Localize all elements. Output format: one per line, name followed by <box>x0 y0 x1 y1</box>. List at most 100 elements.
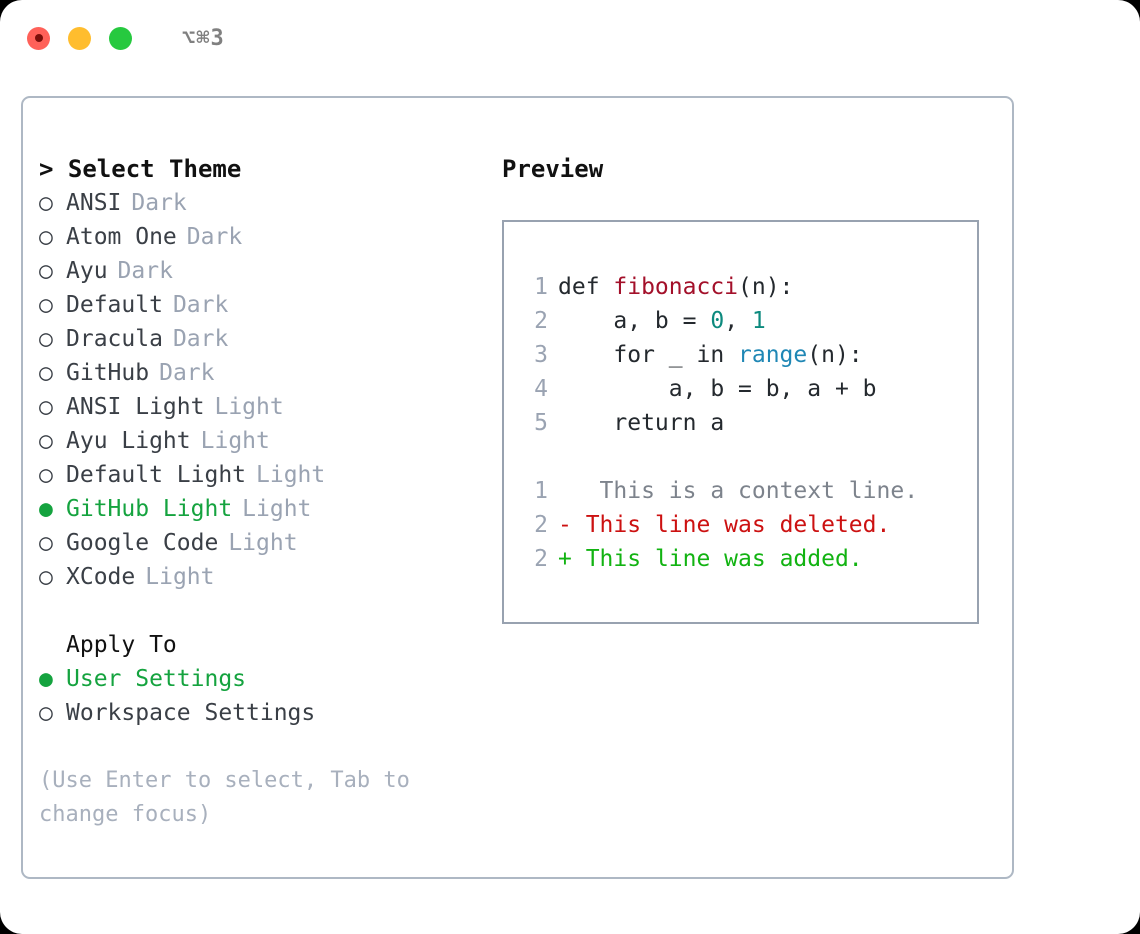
diff-line-deleted: 2- This line was deleted. <box>522 508 977 542</box>
apply-to-option-label: User Settings <box>66 666 247 692</box>
hint-spacer <box>39 730 489 764</box>
select-theme-label: Select Theme <box>67 155 242 183</box>
theme-option-google-code[interactable]: ○ Google Code Light <box>39 526 489 560</box>
diff-line-number: 2 <box>534 512 548 538</box>
theme-variant-tag: Light <box>242 496 312 522</box>
code-token-plain: a, b = <box>558 308 711 334</box>
close-button-icon[interactable] <box>27 26 50 50</box>
radio-unselected-icon: ○ <box>39 360 53 386</box>
diff-text: This line was added. <box>571 546 863 572</box>
diff-sample: 1 This is a context line.2- This line wa… <box>522 474 977 576</box>
theme-variant-tag: Light <box>145 564 215 590</box>
theme-variant-tag: Light <box>256 462 326 488</box>
minimize-button-icon[interactable] <box>68 26 91 50</box>
code-token-blue: range <box>738 342 808 368</box>
code-token-plain: for _ in <box>558 342 739 368</box>
theme-option-label: Default Light <box>66 462 247 488</box>
window-title: ⌥⌘3 <box>182 25 225 51</box>
theme-variant-tag: Dark <box>159 360 215 386</box>
list-spacer <box>39 594 489 628</box>
code-line-number: 1 <box>534 274 548 300</box>
diff-text: This is a context line. <box>571 478 919 504</box>
theme-variant-tag: Light <box>214 394 284 420</box>
radio-unselected-icon: ○ <box>39 292 53 318</box>
code-token-plain: (n): <box>738 274 794 300</box>
theme-variant-tag: Dark <box>172 292 229 318</box>
theme-option-dracula[interactable]: ○ Dracula Dark <box>39 322 489 356</box>
code-token-plain: (n): <box>807 342 863 368</box>
theme-option-label: Dracula <box>66 326 163 352</box>
theme-variant-tag: Dark <box>172 326 229 352</box>
select-theme-header: > Select Theme <box>39 152 489 186</box>
code-line-number: 3 <box>534 342 548 368</box>
theme-option-github[interactable]: ○ GitHub Dark <box>39 356 489 390</box>
code-line: 4 a, b = b, a + b <box>522 372 977 406</box>
code-line: 1 def fibonacci(n): <box>522 270 977 304</box>
zoom-button-icon[interactable] <box>109 26 132 50</box>
theme-option-label: GitHub <box>66 360 150 386</box>
apply-to-option-user-settings[interactable]: ● User Settings <box>39 662 489 696</box>
radio-selected-icon: ● <box>39 496 53 522</box>
diff-text: This line was deleted. <box>571 512 891 538</box>
apply-to-title: Apply To <box>66 632 177 658</box>
theme-option-label: Google Code <box>66 530 219 556</box>
theme-option-label: Default <box>66 292 163 318</box>
theme-option-xcode[interactable]: ○ XCode Light <box>39 560 489 594</box>
keyboard-hint-text: (Use Enter to select, Tab to change focu… <box>39 768 424 827</box>
theme-option-label: ANSI <box>66 190 122 216</box>
radio-unselected-icon: ○ <box>39 258 53 284</box>
code-token-fn: fibonacci <box>613 274 739 300</box>
code-diff-gap <box>522 440 977 474</box>
theme-option-label: Ayu Light <box>66 428 191 454</box>
diff-sign: + <box>558 546 572 572</box>
theme-option-default[interactable]: ○ Default Dark <box>39 288 489 322</box>
radio-unselected-icon: ○ <box>39 394 53 420</box>
theme-option-default-light[interactable]: ○ Default Light Light <box>39 458 489 492</box>
radio-selected-icon: ● <box>39 666 53 692</box>
traffic-lights <box>27 26 132 50</box>
radio-unselected-icon: ○ <box>39 462 53 488</box>
window-titlebar: ⌥⌘3 <box>0 0 1140 76</box>
theme-variant-tag: Light <box>228 530 298 556</box>
code-token-plain: return a <box>558 410 725 436</box>
theme-option-label: XCode <box>66 564 136 590</box>
code-token-plain: def <box>558 274 614 300</box>
apply-to-option-workspace-settings[interactable]: ○ Workspace Settings <box>39 696 489 730</box>
theme-option-label: GitHub Light <box>66 496 233 522</box>
theme-option-ansi-light[interactable]: ○ ANSI Light Light <box>39 390 489 424</box>
theme-option-ansi[interactable]: ○ ANSI Dark <box>39 186 489 220</box>
radio-unselected-icon: ○ <box>39 564 53 590</box>
radio-unselected-icon: ○ <box>39 326 53 352</box>
radio-unselected-icon: ○ <box>39 530 53 556</box>
apply-to-option-label: Workspace Settings <box>66 700 316 726</box>
code-token-plain: a, b = b, a + b <box>558 376 877 402</box>
code-line: 3 for _ in range(n): <box>522 338 977 372</box>
code-token-num: 1 <box>751 308 766 334</box>
code-line: 5 return a <box>522 406 977 440</box>
theme-variant-tag: Dark <box>131 190 187 216</box>
theme-variant-tag: Dark <box>117 258 173 284</box>
theme-option-github-light[interactable]: ● GitHub Light Light <box>39 492 489 526</box>
diff-sign <box>558 478 572 504</box>
theme-option-label: ANSI Light <box>66 394 205 420</box>
radio-unselected-icon: ○ <box>39 700 53 726</box>
diff-line-number: 2 <box>534 546 548 572</box>
diff-sign: - <box>558 512 572 538</box>
close-dot-icon <box>34 34 43 42</box>
diff-line-context: 1 This is a context line. <box>522 474 977 508</box>
apply-to-option-list: ● User Settings ○ Workspace Settings <box>39 662 489 730</box>
theme-variant-tag: Light <box>200 428 270 454</box>
diff-line-number: 1 <box>534 478 548 504</box>
code-line-number: 4 <box>534 376 548 402</box>
radio-unselected-icon: ○ <box>39 190 53 216</box>
diff-line-added: 2 + This line was added. <box>522 542 977 576</box>
